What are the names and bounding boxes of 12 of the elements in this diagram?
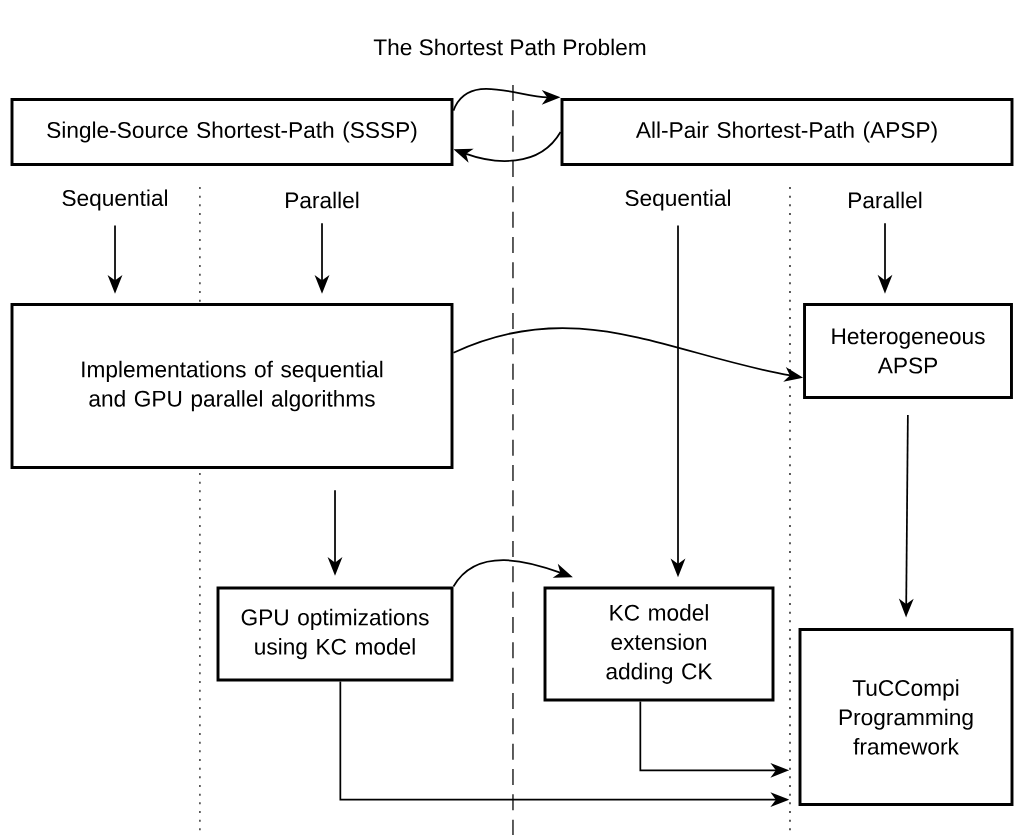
process-box: All-Pair Shortest-Path (APSP) <box>560 98 1014 166</box>
title: The Shortest Path Problem <box>373 38 646 56</box>
column-label: Parallel <box>286 191 359 209</box>
process-box: Single-Source Shortest-Path (SSSP) <box>10 98 454 166</box>
process-box: GPU optimizations using KC model <box>216 586 454 682</box>
column-label: Sequential <box>625 189 730 211</box>
process-box: TuCCompi Programming framework <box>798 628 1014 806</box>
process-box: KC model extension adding CK <box>543 586 775 702</box>
column-label: Sequential <box>62 189 168 211</box>
process-box: Implementations of sequential and GPU parallel algorithms <box>10 303 454 469</box>
column-label: Parallel <box>849 191 922 209</box>
process-box: Heterogeneous APSP <box>803 303 1013 399</box>
